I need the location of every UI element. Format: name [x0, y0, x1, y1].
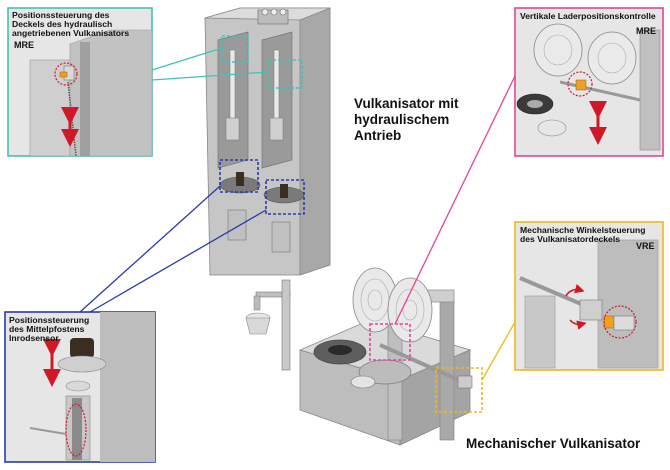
connector-lines	[79, 47, 516, 381]
yellow-highlight	[435, 367, 483, 413]
inset-bottom-left	[4, 311, 156, 463]
teal-highlight-1	[221, 35, 249, 63]
blue-highlight-2	[265, 179, 305, 215]
hydraulic-vulcanizer-title: Vulkanisator mit hydraulischem Antrieb	[354, 96, 459, 144]
mechanical-vulcanizer-title: Mechanischer Vulkanisator	[466, 436, 641, 451]
inset-bottom-right-tag: VRE	[636, 241, 655, 251]
inset-top-left-title: Positionssteuerung des Deckels des hydra…	[12, 10, 130, 38]
inset-bottom-right-title: Mechanische Winkelsteuerung des Vulkanis…	[520, 225, 646, 244]
teal-highlight-2	[267, 59, 303, 89]
magenta-highlight	[369, 323, 411, 361]
inset-top-left-tag: MRE	[14, 40, 34, 50]
inset-top-left	[7, 7, 153, 157]
inset-top-right-title: Vertikale Laderpositionskontrolle	[520, 11, 656, 21]
inset-top-right-tag: MRE	[636, 26, 656, 36]
mechanical-vulcanizer	[245, 267, 483, 446]
hydraulic-title-line-1: Vulkanisator mit	[354, 96, 459, 111]
inset-top-right	[514, 7, 664, 157]
inset-bottom-left-title: Positionssteuerung des Mittelpfostens In…	[9, 315, 90, 343]
hydraulic-title-line-3: Antrieb	[354, 128, 402, 143]
hydraulic-title-line-2: hydraulischem	[354, 112, 450, 127]
inset-bottom-right	[514, 221, 664, 371]
